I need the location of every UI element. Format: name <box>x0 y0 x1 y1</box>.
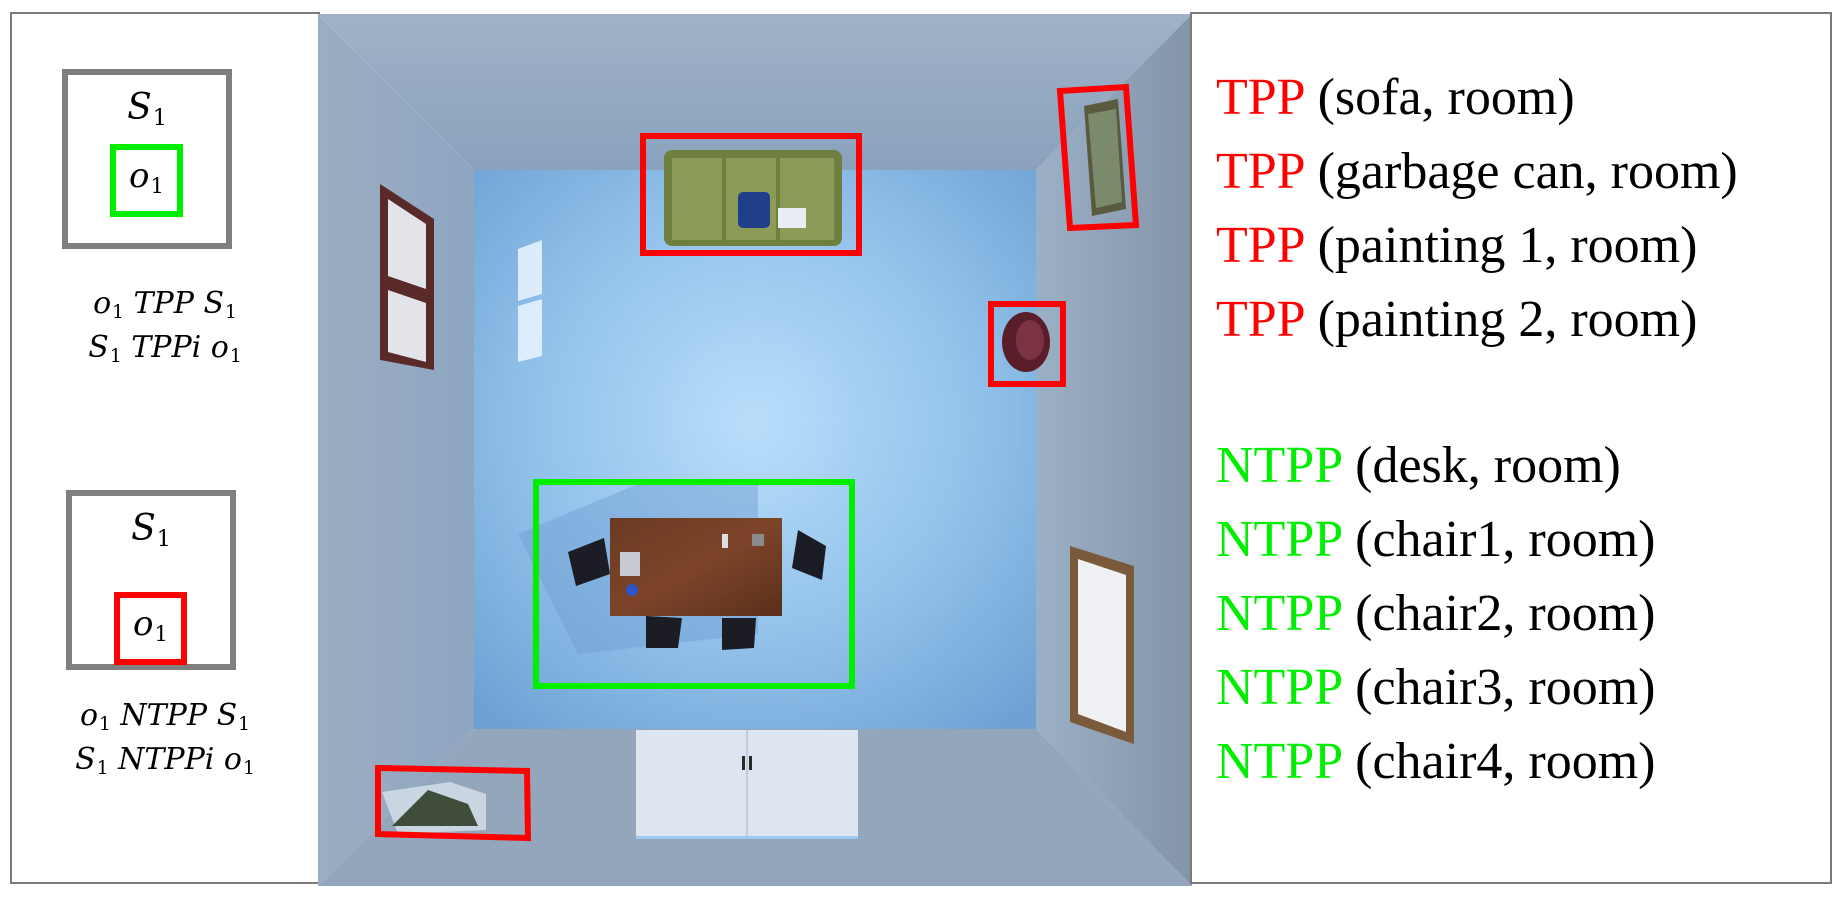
light-patch <box>518 240 542 301</box>
sofa <box>664 150 842 246</box>
tpp-highlight-painting-1 <box>1056 83 1140 232</box>
tpp-tag: TPP <box>1216 69 1306 126</box>
relation-s1-ntppi-o1: S1 NTPPi o1 <box>75 742 255 780</box>
top-wall <box>318 14 1192 170</box>
ntpp-tag: NTPP <box>1216 733 1344 790</box>
chair1 <box>568 538 610 586</box>
painting-right-wall <box>1084 99 1126 216</box>
relation-row-tpp-painting-1: TPP(painting 1, room) <box>1216 217 1698 274</box>
left-wall <box>318 14 474 886</box>
window-left <box>380 184 434 370</box>
tpp-highlight-painting-2 <box>375 764 532 842</box>
relation-row-tpp-sofa: TPP(sofa, room) <box>1216 69 1575 126</box>
object-box-o1-tpp: o1 <box>110 144 183 217</box>
object-label: o1 <box>133 604 168 646</box>
chair3 <box>646 616 682 648</box>
desk <box>610 518 782 616</box>
ntpp-tag: NTPP <box>1216 585 1344 642</box>
relation-row-tpp-painting-2: TPP(painting 2, room) <box>1216 291 1698 348</box>
ntpp-highlight-desk-chairs <box>533 479 855 689</box>
relation-s1-tppi-o1: S1 TPPi o1 <box>88 330 242 368</box>
door <box>636 730 858 839</box>
chair2 <box>792 530 826 580</box>
object-box-o1-ntpp: o1 <box>114 592 187 665</box>
garbage-can <box>1002 312 1050 372</box>
object-label: o1 <box>129 156 164 198</box>
relation-o1-tpp-s1: o1 TPP S1 <box>93 286 237 324</box>
tpp-tag: TPP <box>1216 143 1306 200</box>
light-patch <box>518 299 542 362</box>
relation-row-ntpp-chair3: NTPP(chair3, room) <box>1216 659 1656 716</box>
tpp-highlight-garbage-can <box>988 301 1066 387</box>
container-box-s1-ntpp: S1 o1 <box>66 490 236 670</box>
ntpp-tag: NTPP <box>1216 437 1344 494</box>
relation-row-ntpp-chair4: NTPP(chair4, room) <box>1216 733 1656 790</box>
container-label: S1 <box>127 87 167 132</box>
relation-row-ntpp-desk: NTPP(desk, room) <box>1216 437 1621 494</box>
container-box-s1-tpp: S1 o1 <box>62 69 232 249</box>
relation-row-tpp-garbage-can: TPP(garbage can, room) <box>1216 143 1738 200</box>
container-label: S1 <box>131 508 171 553</box>
rcc-examples-panel: S1 o1 o1 TPP S1 S1 TPPi o1 S1 o1 o1 NTPP… <box>10 12 320 884</box>
window-right <box>1070 546 1134 744</box>
relation-row-ntpp-chair1: NTPP(chair1, room) <box>1216 511 1656 568</box>
relations-list-panel <box>1190 12 1832 884</box>
chair4 <box>722 618 756 650</box>
relation-o1-ntpp-s1: o1 NTPP S1 <box>79 698 251 736</box>
relation-row-ntpp-chair2: NTPP(chair2, room) <box>1216 585 1656 642</box>
tpp-tag: TPP <box>1216 291 1306 348</box>
tpp-highlight-sofa <box>640 133 862 256</box>
floor <box>474 170 1036 729</box>
painting-bottom-wall <box>382 782 486 834</box>
room-scene <box>318 14 1192 886</box>
ntpp-tag: NTPP <box>1216 511 1344 568</box>
ntpp-tag: NTPP <box>1216 659 1344 716</box>
tpp-tag: TPP <box>1216 217 1306 274</box>
